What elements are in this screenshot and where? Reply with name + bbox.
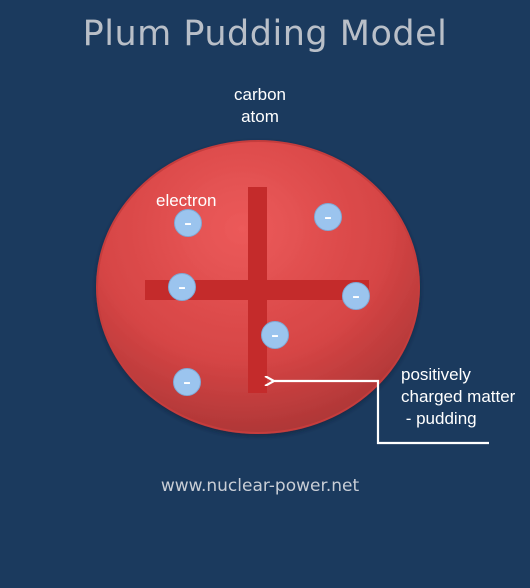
electron (314, 203, 342, 231)
electron (342, 282, 370, 310)
electron (261, 321, 289, 349)
electron-charge-sign: – (184, 214, 192, 232)
diagram-title: Plum Pudding Model (82, 14, 448, 54)
website-footer: www.nuclear-power.net (160, 476, 360, 496)
carbon-atom-label: carbon atom (190, 84, 330, 128)
pudding-label: positively charged matter - pudding (401, 364, 515, 430)
electron-charge-sign: – (178, 278, 186, 296)
electron-charge-sign: – (271, 326, 279, 344)
electron (174, 209, 202, 237)
pudding-label-line-1: positively (401, 365, 471, 384)
plus-sign-horizontal (145, 280, 369, 300)
electron (168, 273, 196, 301)
pudding-pointer-arrow (272, 381, 489, 445)
electron (173, 368, 201, 396)
pudding-label-line-3: - pudding (401, 409, 477, 428)
electron-group: – – – – – – (168, 203, 370, 396)
electron-charge-sign: – (352, 287, 360, 305)
carbon-atom-label-line-2: atom (241, 107, 279, 126)
carbon-atom-label-line-1: carbon (234, 85, 286, 104)
electron-label: electron (156, 191, 217, 210)
electron-charge-sign: – (183, 373, 191, 391)
pudding-label-line-2: charged matter (401, 387, 516, 406)
electron-charge-sign: – (324, 208, 332, 226)
